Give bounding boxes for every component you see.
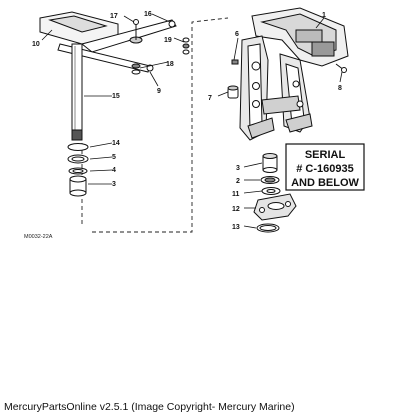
callout-1: 1 (322, 12, 326, 19)
swivel-bracket (227, 7, 349, 141)
callout-3-right: 3 (236, 165, 240, 172)
steering-tube (71, 43, 83, 141)
serial-note-box: SERIAL # C-160935 AND BELOW (285, 143, 365, 191)
figure-code: M0032-22A (24, 234, 53, 240)
callout-8: 8 (338, 85, 342, 92)
callout-4: 4 (112, 167, 116, 174)
copyright-footer: MercuryPartsOnline v2.5.1 (Image Copyrig… (4, 401, 295, 413)
arm-hardware (131, 37, 190, 75)
serial-line-1: SERIAL (305, 149, 346, 161)
callout-2: 2 (236, 178, 240, 185)
serial-line-2: # C-160935 (296, 163, 354, 175)
callout-5: 5 (112, 154, 116, 161)
callout-labels: 1 6 7 8 9 10 17 16 19 18 15 14 5 4 3 3 2… (32, 11, 342, 231)
callout-3-left: 3 (112, 181, 116, 188)
callout-15: 15 (112, 93, 120, 100)
callout-12: 12 (232, 206, 240, 213)
steering-arm (39, 11, 177, 73)
callout-16: 16 (144, 11, 152, 18)
callout-6: 6 (235, 31, 239, 38)
callout-14: 14 (112, 140, 120, 147)
callout-10: 10 (32, 41, 40, 48)
serial-line-3: AND BELOW (291, 177, 359, 189)
callout-17: 17 (110, 13, 118, 20)
callout-11: 11 (232, 191, 240, 198)
tube-bushings (67, 143, 89, 197)
dashed-group-outline (81, 17, 229, 233)
leader-lines (41, 13, 343, 229)
callout-7: 7 (208, 95, 212, 102)
callout-9: 9 (157, 88, 161, 95)
callout-19: 19 (164, 37, 172, 44)
callout-13: 13 (232, 224, 240, 231)
lower-parts-stack (253, 153, 297, 233)
callout-18: 18 (166, 61, 174, 68)
